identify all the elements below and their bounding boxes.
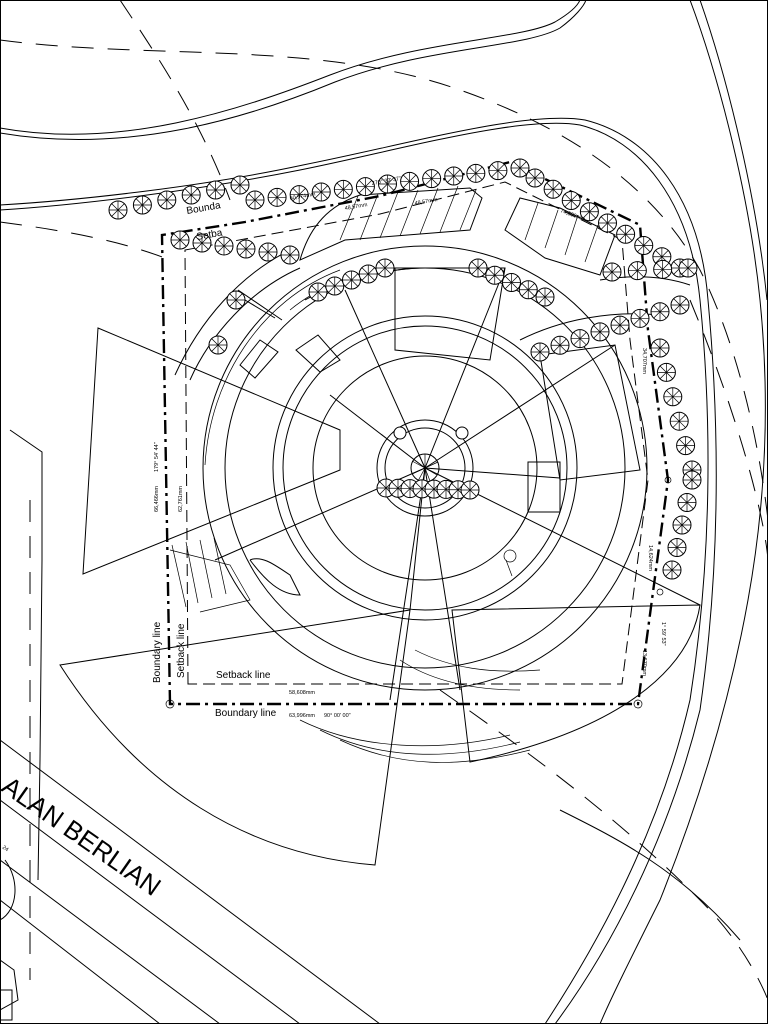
tree-symbol-stroke — [217, 239, 231, 253]
tree-symbol-stroke — [653, 305, 667, 319]
tree-symbol-stroke — [425, 172, 439, 186]
dim-right-angle: 1° 59' 53" — [660, 622, 666, 646]
tree-symbol-stroke — [488, 268, 502, 282]
tree-symbol-stroke — [619, 227, 633, 241]
tree-symbol-stroke — [233, 178, 247, 192]
tree-symbol-stroke — [582, 205, 596, 219]
dim-top-inner-b: 48,57mm — [414, 197, 438, 207]
tree-symbol-stroke — [600, 216, 615, 230]
tree-symbol-stroke — [248, 193, 262, 207]
dim-top-boundary: 60,974mm — [289, 191, 316, 201]
tree-symbol-stroke — [402, 174, 417, 188]
dim-right-lower: 14,624mm — [647, 545, 653, 571]
tree-symbol-stroke — [239, 242, 253, 256]
tree-symbol-stroke — [521, 283, 535, 297]
tree-symbol-stroke — [533, 345, 547, 359]
tree-symbol-stroke — [653, 341, 667, 355]
tree-symbol-stroke — [678, 438, 693, 453]
setback-label-bottom: Setback line — [216, 670, 271, 681]
tree-symbol-stroke — [666, 390, 680, 404]
dim-right-upper: 34,707mm — [641, 348, 647, 374]
tree-symbol-stroke — [208, 183, 223, 197]
tree-symbol-stroke — [564, 193, 578, 208]
tree-symbol-stroke — [173, 233, 187, 247]
tree-symbol-stroke — [637, 238, 651, 253]
tree-symbol-stroke — [685, 473, 699, 487]
tree-symbol-stroke — [135, 198, 150, 212]
road-name-label: ALAN BERLIAN — [0, 770, 166, 901]
tree-symbol-stroke — [160, 193, 174, 207]
tree-symbol-stroke — [491, 164, 505, 178]
tree-symbol-stroke — [361, 267, 375, 281]
tree-symbol-stroke — [670, 540, 684, 555]
parking-area — [169, 185, 616, 613]
tree-symbol-stroke — [283, 248, 297, 262]
tree-symbol-stroke — [538, 290, 552, 304]
setback-line — [184, 181, 649, 685]
tree-symbol-stroke — [593, 325, 607, 339]
tree-symbol-stroke — [681, 261, 695, 275]
dim-left-setback: 62,761mm — [178, 486, 184, 512]
tree-symbol-stroke — [553, 338, 567, 352]
tree-symbol-stroke — [675, 518, 689, 532]
tree-symbol-stroke — [195, 236, 209, 250]
dim-top-angle: 270° 33' 37" — [371, 176, 401, 187]
tree-symbol-stroke — [605, 265, 619, 279]
tree-symbol-stroke — [314, 185, 328, 199]
tree-symbol-stroke — [311, 285, 325, 299]
dim-bottom-setback: 58,608mm — [289, 690, 315, 696]
boundary-label-left: Boundary line — [152, 621, 163, 683]
tree-symbol-stroke — [184, 188, 198, 202]
trees — [108, 158, 702, 580]
dim-top-inner-a: 48,57mm — [344, 202, 368, 212]
tree-symbol-stroke — [528, 171, 542, 185]
tree-symbol — [455, 426, 469, 440]
tree-symbol-stroke — [336, 182, 350, 196]
tree-symbol-stroke — [513, 161, 527, 175]
tree-symbol-stroke — [328, 279, 342, 293]
tree-symbol-stroke — [656, 262, 670, 276]
tree-symbol-stroke — [659, 365, 674, 380]
road-code-label: 24 — [1, 845, 9, 853]
boundary-label-bottom: Boundary line — [215, 708, 277, 719]
tree-symbol-stroke — [469, 166, 483, 180]
tree-symbol-stroke — [504, 275, 519, 290]
tree-symbol-stroke — [111, 203, 125, 217]
setback-label-top: Setba — [196, 228, 224, 243]
tree-symbol-stroke — [680, 495, 694, 510]
dim-right-bottom: 13,670mm — [641, 650, 647, 676]
tree-symbol-stroke — [546, 182, 560, 196]
tree-symbol-stroke — [665, 563, 679, 577]
tree-symbol-stroke — [211, 338, 225, 352]
tree-symbol-stroke — [378, 261, 392, 275]
tree-symbol-stroke — [292, 188, 306, 202]
tree-symbol-stroke — [672, 414, 686, 428]
tree-symbol-stroke — [270, 190, 284, 204]
setback-label-left: Setback line — [176, 623, 187, 678]
tree-symbol-stroke — [447, 169, 461, 183]
tree-symbol — [393, 426, 407, 440]
tree-symbol-stroke — [380, 177, 395, 191]
tree-symbol-stroke — [613, 318, 627, 332]
tree-symbol-stroke — [630, 264, 644, 278]
dim-left-boundary: 66,466mm — [154, 486, 160, 512]
tree-symbol-stroke — [573, 331, 587, 346]
tree-symbol-stroke — [673, 298, 687, 312]
dim-bottom-angle: 90° 00' 00" — [324, 713, 351, 719]
dim-left-angle: 179° 54' 44" — [154, 442, 160, 472]
tree-symbol-stroke — [261, 245, 275, 259]
tree-symbol-stroke — [358, 180, 373, 194]
tree-symbol-stroke — [471, 261, 485, 275]
tree-symbol-stroke — [229, 293, 243, 307]
tree-symbol-stroke — [633, 311, 647, 326]
tree-symbol-stroke — [344, 273, 359, 287]
tree-symbol-stroke — [463, 483, 477, 497]
central-building — [59, 245, 701, 866]
dim-bottom-boundary: 63,996mm — [289, 713, 315, 719]
tree-symbol-stroke — [655, 250, 669, 264]
